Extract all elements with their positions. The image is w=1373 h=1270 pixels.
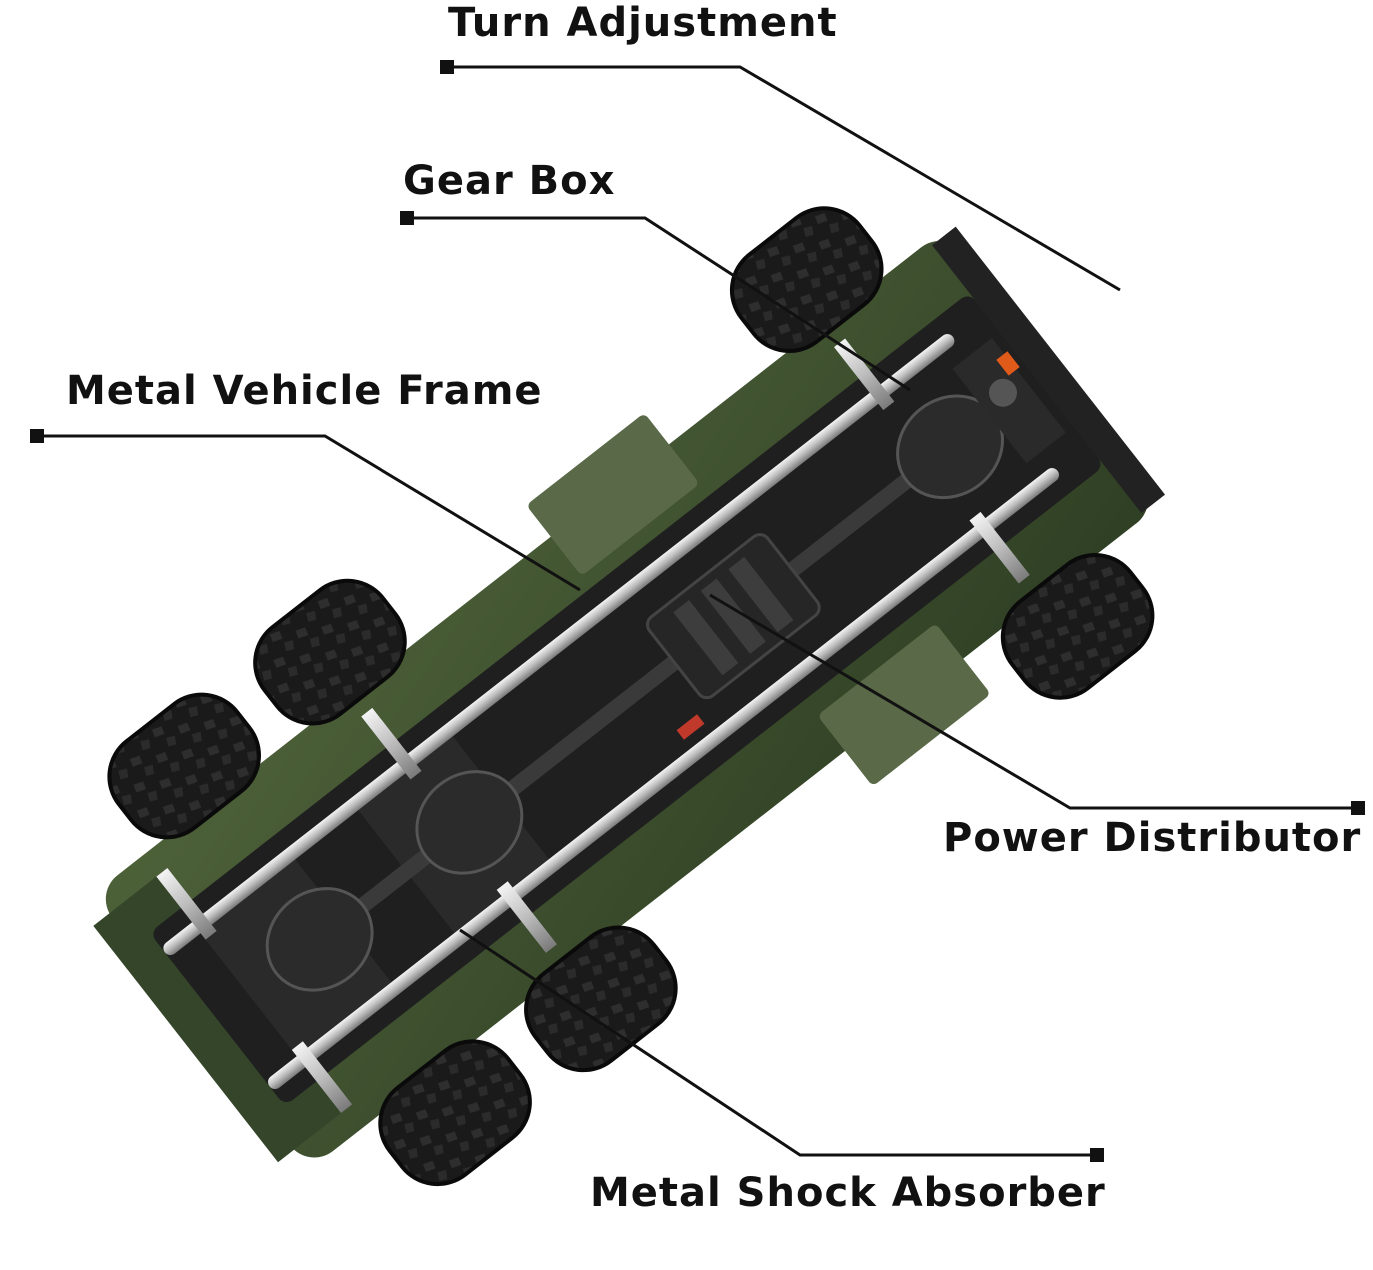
label-turn-adjustment: Turn Adjustment — [448, 0, 838, 46]
leader-markers — [30, 60, 1365, 1162]
marker-metal-vehicle-frame — [30, 429, 44, 443]
leader-lines — [37, 65, 1358, 1157]
marker-gear-box — [400, 211, 414, 225]
tire-middle-left — [253, 578, 407, 726]
shock-absorber — [156, 867, 217, 940]
middle-differential — [415, 770, 524, 875]
label-metal-shock-absorber: Metal Shock Absorber — [590, 1170, 1106, 1216]
label-gear-box: Gear Box — [403, 158, 616, 204]
turn-adjustment-dial — [988, 378, 1017, 407]
tire-rear-right — [378, 1039, 532, 1187]
tire-front-left — [729, 206, 884, 353]
servo-switch — [996, 351, 1020, 376]
shock-absorber — [834, 338, 895, 411]
shock-absorber — [361, 707, 422, 780]
motor-fin — [728, 556, 794, 633]
marker-turn-adjustment — [440, 60, 454, 74]
tire-front-right — [1000, 553, 1155, 700]
leader-gear-box — [407, 216, 911, 392]
shock-absorber — [496, 881, 557, 953]
shock-absorber — [291, 1041, 353, 1113]
motor-fin — [700, 578, 766, 654]
front-bumper — [932, 226, 1166, 514]
side-box-right — [819, 625, 989, 785]
leader-metal-shock-absorber — [459, 928, 1097, 1157]
frame-rail-top — [163, 334, 955, 956]
truck-underside — [93, 206, 1166, 1187]
marker-power-distributor — [1351, 801, 1365, 815]
shock-absorber — [969, 511, 1030, 584]
motor-fin — [673, 600, 739, 676]
leader-power-distributor — [709, 593, 1358, 810]
leader-metal-vehicle-frame — [37, 434, 581, 592]
side-box-left — [528, 415, 698, 574]
marker-metal-shock-absorber — [1090, 1148, 1104, 1162]
label-power-distributor: Power Distributor — [943, 815, 1362, 861]
wire-connector — [676, 714, 705, 740]
tire-middle-right — [524, 925, 678, 1073]
tire-rear-left — [107, 692, 261, 840]
rear-differential — [265, 887, 374, 992]
label-metal-vehicle-frame: Metal Vehicle Frame — [66, 368, 543, 414]
leader-turn-adjustment — [447, 65, 1121, 292]
